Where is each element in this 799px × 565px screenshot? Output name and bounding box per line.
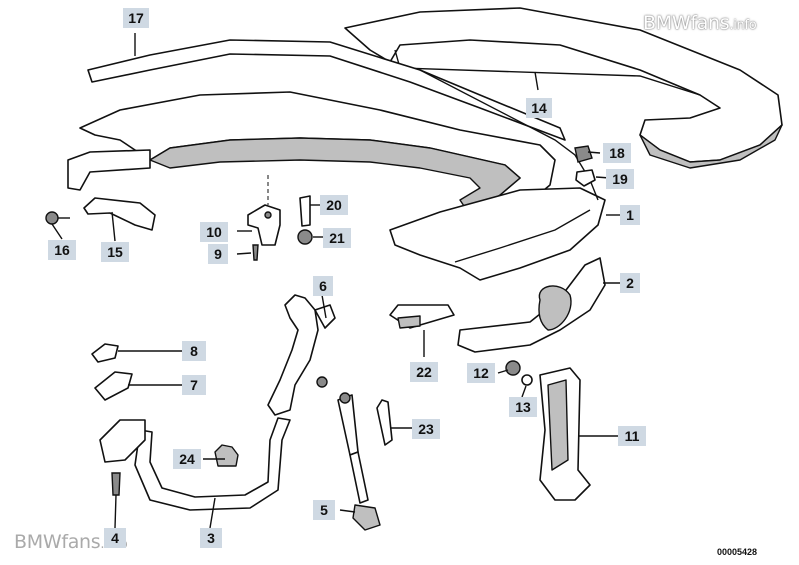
part-17-strip (87, 39, 566, 141)
callout-7[interactable]: 7 (182, 375, 206, 395)
callout-21[interactable]: 21 (323, 228, 351, 248)
part-23-strap (376, 399, 393, 446)
part-10-bracket (247, 175, 281, 246)
part-15-handle (83, 197, 156, 231)
part-9-screw (252, 244, 259, 261)
callout-24[interactable]: 24 (173, 449, 201, 469)
callout-17[interactable]: 17 (123, 8, 149, 28)
diagram-number: 00005428 (716, 547, 757, 557)
part-18-clip (574, 145, 593, 163)
part-20-bolt (299, 195, 311, 227)
callout-10[interactable]: 10 (200, 222, 228, 242)
part-3-torsion-bar (134, 417, 291, 511)
callout-14[interactable]: 14 (526, 98, 552, 118)
bracket-mount (99, 419, 146, 463)
part-22-cover-plate (389, 304, 455, 329)
part-7-pad (94, 371, 133, 401)
callout-22[interactable]: 22 (410, 362, 438, 382)
callout-1[interactable]: 1 (620, 205, 640, 225)
part-14-cover-panel (344, 7, 783, 169)
callout-5[interactable]: 5 (313, 500, 335, 520)
part-19-grommet (575, 169, 596, 187)
part-11-side-bracket (539, 367, 591, 501)
callout-3[interactable]: 3 (200, 528, 222, 548)
callout-6[interactable]: 6 (313, 276, 333, 296)
watermark-top-brand: BMWfans (643, 12, 730, 34)
watermark-top: BMWfans.info (643, 12, 757, 34)
part-6-hinge-arm (267, 294, 336, 416)
part-5-gas-strut (337, 392, 381, 531)
part-12-nut (505, 360, 521, 376)
callout-2[interactable]: 2 (620, 273, 640, 293)
part-2-edge-trim (457, 257, 606, 353)
callout-20[interactable]: 20 (320, 195, 348, 215)
part-16-rivet (45, 211, 70, 225)
callout-12[interactable]: 12 (467, 363, 495, 383)
callout-13[interactable]: 13 (509, 397, 537, 417)
callout-19[interactable]: 19 (606, 169, 634, 189)
watermark-bottom-brand: BMWfans (14, 531, 101, 553)
part-24-buffer (214, 444, 239, 467)
part-21-nut (297, 229, 313, 245)
callout-16[interactable]: 16 (48, 240, 76, 260)
callout-11[interactable]: 11 (618, 426, 646, 446)
callout-15[interactable]: 15 (101, 242, 129, 262)
callout-4[interactable]: 4 (104, 528, 126, 548)
callout-23[interactable]: 23 (412, 419, 440, 439)
part-1-compartment-lid (67, 69, 606, 281)
part-8-pad (91, 343, 119, 363)
callout-8[interactable]: 8 (182, 341, 206, 361)
callout-9[interactable]: 9 (208, 244, 228, 264)
part-13-washer (521, 374, 533, 386)
part-4-bolt (111, 472, 121, 496)
watermark-top-suffix: .info (729, 18, 757, 33)
callout-18[interactable]: 18 (603, 143, 631, 163)
